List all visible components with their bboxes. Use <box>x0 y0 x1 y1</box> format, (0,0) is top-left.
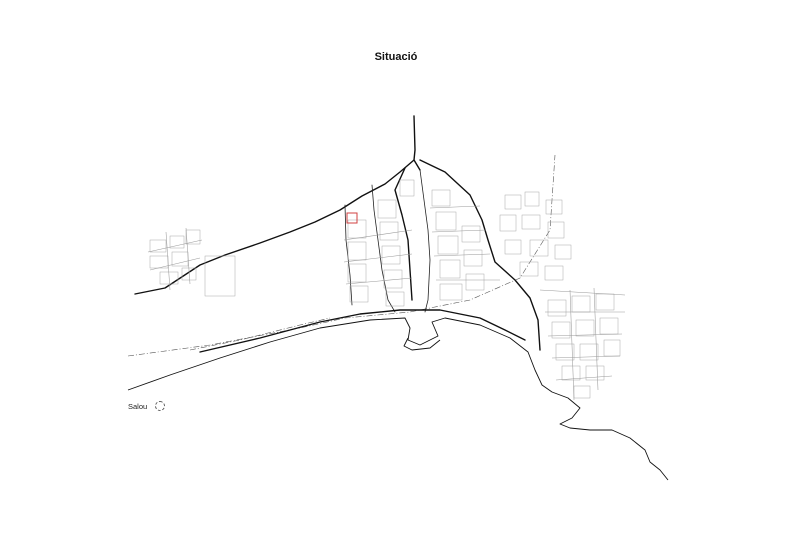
map-title: Situació <box>374 51 418 63</box>
avenue-west <box>371 184 396 313</box>
legend-boundary-swatch <box>155 401 166 411</box>
ring-road-inner <box>394 167 413 301</box>
rail-line <box>189 317 331 351</box>
seafront-promenade <box>199 309 526 353</box>
site-location-marker <box>346 212 358 224</box>
ring-road-east <box>419 159 541 351</box>
avenue-central <box>419 169 431 313</box>
west-urban-blocks <box>147 227 236 297</box>
north-road <box>413 115 421 171</box>
main-road-west <box>134 159 415 295</box>
central-urban-blocks <box>343 179 500 307</box>
coastline <box>127 317 669 481</box>
east-urban-blocks <box>499 191 626 401</box>
municipal-boundary <box>127 154 556 357</box>
legend: Salou <box>128 401 166 411</box>
harbour-pier <box>403 337 441 351</box>
legend-label: Salou <box>128 401 148 411</box>
